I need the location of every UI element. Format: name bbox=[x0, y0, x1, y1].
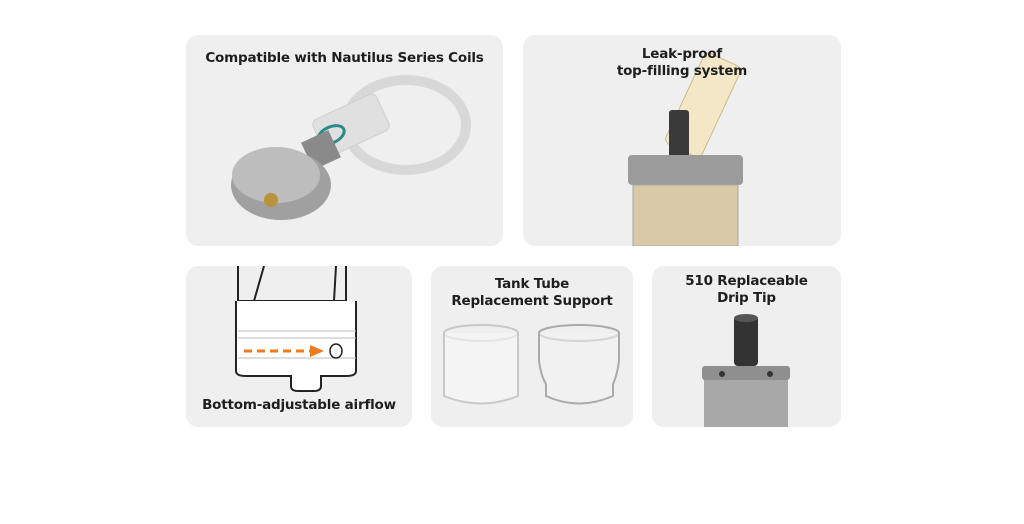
top-filling-illustration bbox=[628, 52, 743, 246]
feature-card-drip-tip: 510 Replaceable Drip Tip bbox=[652, 266, 841, 427]
feature-title-line1: Tank Tube bbox=[494, 276, 570, 292]
feature-card-top-filling: Leak-proof top-filling system bbox=[523, 35, 841, 246]
feature-card-tank-tube: Tank Tube Replacement Support bbox=[431, 266, 633, 427]
feature-title-line1: Leak-proof bbox=[641, 46, 723, 62]
feature-title-line2: top-filling system bbox=[616, 63, 748, 79]
feature-card-coil-compatibility: Compatible with Nautilus Series Coils bbox=[186, 35, 503, 246]
drip-tip-illustration bbox=[702, 314, 790, 427]
feature-title-line2: Replacement Support bbox=[451, 293, 613, 309]
coil-head-illustration bbox=[231, 75, 471, 220]
feature-title-line2: Drip Tip bbox=[717, 290, 776, 306]
feature-title: Compatible with Nautilus Series Coils bbox=[205, 50, 484, 66]
feature-card-airflow: Bottom-adjustable airflow bbox=[186, 266, 412, 427]
feature-title-line1: 510 Replaceable bbox=[685, 273, 808, 289]
tank-tubes-illustration bbox=[443, 324, 620, 405]
airflow-illustration bbox=[235, 266, 357, 392]
feature-title: Bottom-adjustable airflow bbox=[202, 397, 396, 413]
